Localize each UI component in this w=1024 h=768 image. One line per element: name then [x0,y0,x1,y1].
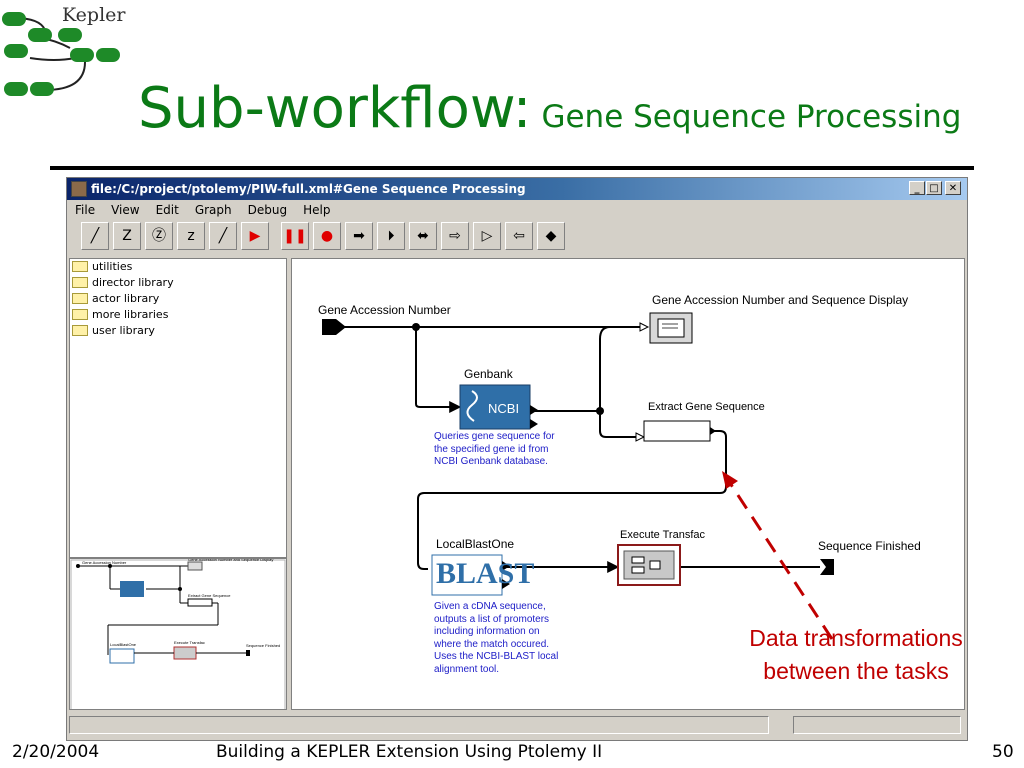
label-genbank: Genbank [464,367,513,381]
edge-split-extract [599,411,642,438]
overview-label-blast: LocalBlastOne [110,642,137,647]
genbank-actor-icon[interactable] [459,384,531,430]
tree-item-label: director library [92,276,174,289]
label-display: Gene Accession Number and Sequence Displ… [652,293,909,307]
tree-item-label: user library [92,324,155,337]
kepler-logo: Kepler [0,0,135,100]
annotation-text: Data transformations between the tasks [749,625,963,684]
add-multiport-input-button[interactable]: ⇨ [441,222,469,250]
add-output-port-button[interactable]: ⏵ [377,222,405,250]
window-title: file:/C:/project/ptolemy/PIW-full.xml#Ge… [91,182,526,196]
maximize-button[interactable]: □ [926,181,942,195]
overview-label-extract: Extract Gene Sequence [188,593,231,598]
pause-button[interactable]: ❚❚ [281,222,309,250]
edge-split-display [599,326,611,411]
run-button[interactable]: ▶ [241,222,269,250]
blast-actor-icon[interactable] [431,554,503,596]
layout-button[interactable]: ╱ [209,222,237,250]
label-gene-input: Gene Accession Number [318,303,451,317]
add-relation-button[interactable]: ◆ [537,222,565,250]
footer-title: Building a KEPLER Extension Using Ptolem… [216,742,603,762]
display-input-port[interactable] [639,322,650,332]
blast-note: Given a cDNA sequence, outputs a list of… [434,601,559,675]
extract-actor-icon[interactable] [643,420,711,442]
tree-item-utilities[interactable]: utilities [70,259,286,275]
overview-graph: Gene Accession Number Gene Accession Num… [70,559,286,709]
status-bar [69,714,965,738]
add-multiport-inout-button[interactable]: ⇦ [505,222,533,250]
label-finished: Sequence Finished [818,539,921,553]
relation-node[interactable] [412,323,420,331]
zoom-fit-button[interactable]: Ⓩ [145,222,173,250]
workflow-graph [322,312,834,640]
tree-item-label: more libraries [92,308,169,321]
status-progress-field [793,716,961,734]
menu-debug[interactable]: Debug [247,203,288,217]
folder-icon [72,309,88,320]
app-icon [71,181,87,197]
label-transfac: Execute Transfac [620,529,705,541]
status-message-field [69,716,769,734]
app-window: file:/C:/project/ptolemy/PIW-full.xml#Ge… [66,177,968,741]
tree-item-actor-library[interactable]: actor library [70,291,286,307]
slide-subtitle: Gene Sequence Processing [541,99,962,135]
label-blast: LocalBlastOne [436,537,515,551]
close-button[interactable]: ✕ [945,181,961,195]
relation-node[interactable] [596,407,604,415]
footer-date: 2/20/2004 [12,742,100,762]
menu-edit[interactable]: Edit [155,203,179,217]
gene-input-port-icon[interactable] [322,319,346,335]
zoom-reset-button[interactable]: Z [113,222,141,250]
slide-title-main: Sub-workflow: [138,76,532,141]
zoom-out-button[interactable]: z [177,222,205,250]
menu-help[interactable]: Help [303,203,331,217]
tree-item-more-libraries[interactable]: more libraries [70,307,286,323]
overview-label-transfac: Execute Transfac [174,640,205,645]
annotation-arrowhead [722,471,738,489]
title-rule [50,166,974,170]
tree-item-user-library[interactable]: user library [70,323,286,339]
tree-item-label: actor library [92,292,160,305]
zoom-in-button[interactable]: ╱ [81,222,109,250]
edge-extract-blast [417,430,727,570]
annotation-arrow [728,482,834,640]
tree-item-label: utilities [92,260,133,273]
workflow-canvas[interactable]: Gene Accession Number Gene Accession Num… [291,258,965,710]
menu-view[interactable]: View [111,203,140,217]
folder-icon [72,293,88,304]
overview-label-display: Gene Accession Number and Sequence Displ… [188,559,273,562]
footer-page-number: 50 [992,742,1014,762]
overview-label-finished: Sequence Finished [246,643,280,648]
folder-icon [72,325,88,336]
slide-title: Sub-workflow:Gene Sequence Processing [138,76,961,141]
tree-item-director-library[interactable]: director library [70,275,286,291]
overview-label-gene: Gene Accession Number [82,560,127,565]
minimize-button[interactable]: _ [909,181,925,195]
folder-icon [72,277,88,288]
label-extract: Extract Gene Sequence [648,401,765,413]
stop-button[interactable]: ● [313,222,341,250]
library-tree: utilities director library actor library… [69,258,287,558]
add-multiport-output-button[interactable]: ▷ [473,222,501,250]
add-inout-port-button[interactable]: ⬌ [409,222,437,250]
logo-text: Kepler [62,4,126,26]
folder-icon [72,261,88,272]
window-titlebar[interactable]: file:/C:/project/ptolemy/PIW-full.xml#Ge… [67,178,967,200]
add-input-port-button[interactable]: ➡ [345,222,373,250]
menu-bar: File View Edit Graph Debug Help [67,200,338,220]
kepler-logo-graphic [2,12,120,96]
genbank-note: Queries gene sequence for the specified … [434,431,555,467]
overview-panel[interactable]: Gene Accession Number Gene Accession Num… [69,558,287,710]
edge-input-genbank [415,327,462,413]
finished-output-port-icon[interactable] [820,559,834,575]
genbank-logo: NCBI [488,401,520,416]
menu-file[interactable]: File [75,203,96,217]
blast-logo: BLAST [436,557,535,590]
menu-graph[interactable]: Graph [194,203,232,217]
